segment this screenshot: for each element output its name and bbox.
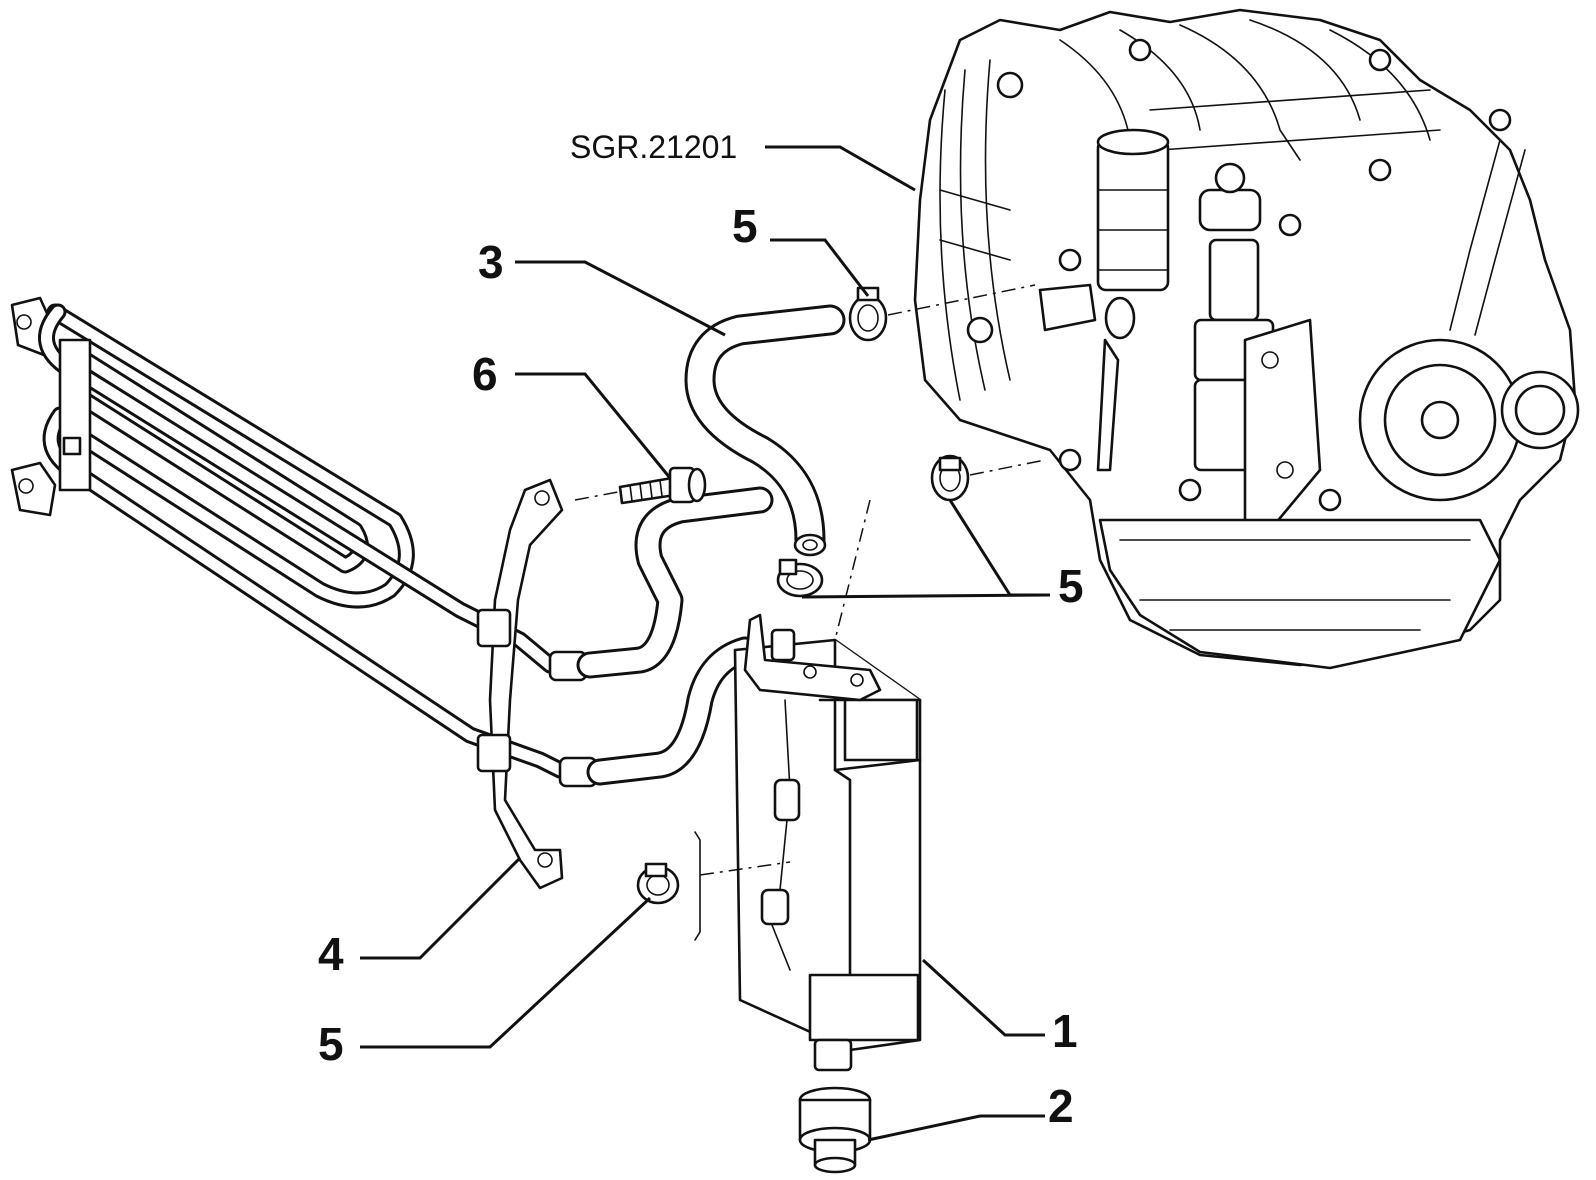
hose-clamp-bottom [636, 862, 680, 905]
reference-code: SGR.21201 [570, 129, 737, 165]
callout-part-5-right: 5 [1058, 560, 1084, 612]
return-hose [576, 486, 774, 786]
oil-cooler-radiator [10, 296, 598, 890]
callout-part-6: 6 [472, 348, 498, 400]
leader-lines [360, 145, 1051, 1142]
callout-part-5-bottom: 5 [318, 1018, 344, 1070]
formed-hose-part-3 [684, 304, 846, 557]
drain-plug-part-2 [798, 1086, 872, 1174]
callout-part-3: 3 [478, 236, 504, 288]
reservoir-tank-part-1 [733, 613, 922, 1072]
callout-part-5-top: 5 [732, 200, 758, 252]
hose-clamp-middle [776, 558, 824, 598]
callout-part-1: 1 [1052, 1005, 1078, 1057]
callout-part-2: 2 [1048, 1080, 1074, 1132]
engine-gearbox-assembly [913, 8, 1580, 670]
bolt-part-6 [618, 466, 707, 505]
assembly-centerlines [574, 284, 1046, 941]
callout-part-4: 4 [318, 928, 344, 980]
hose-clamp-right [930, 454, 970, 502]
